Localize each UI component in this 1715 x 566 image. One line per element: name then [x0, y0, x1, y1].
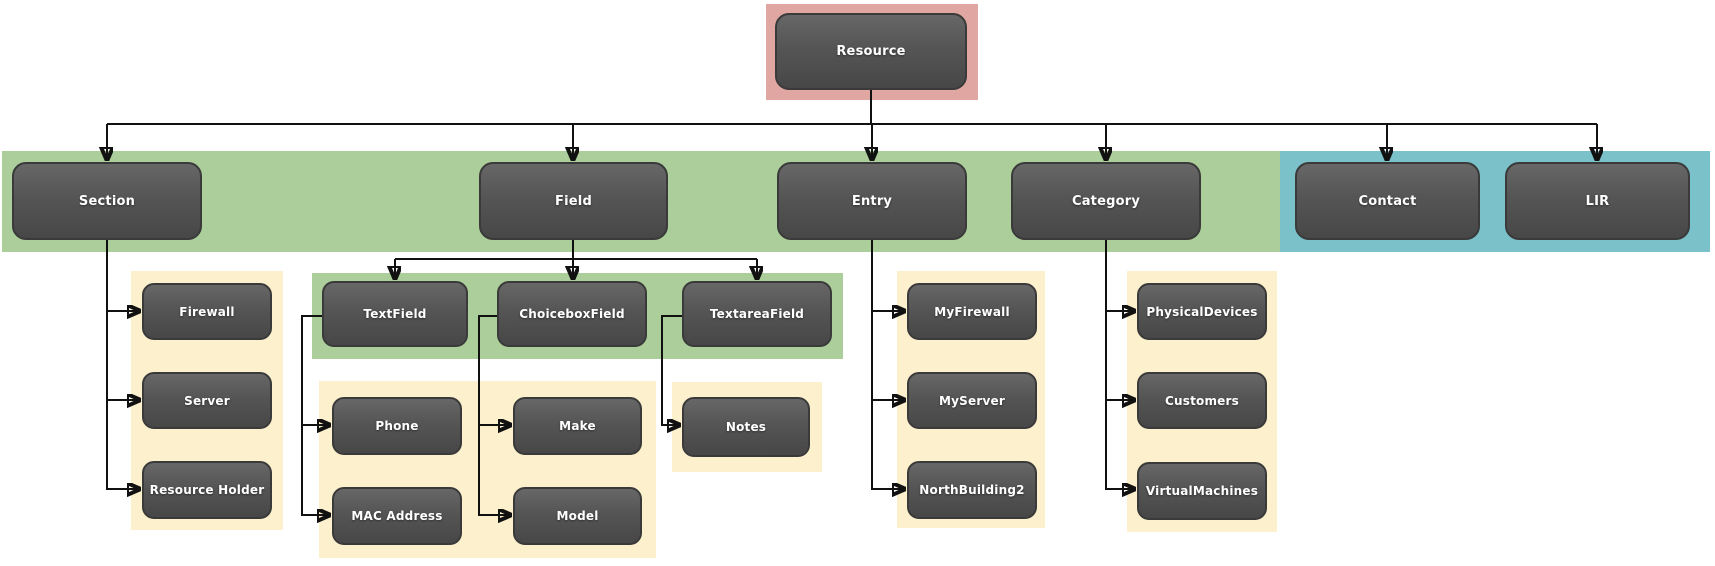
node-resource-holder: Resource Holder	[142, 461, 272, 519]
node-customers: Customers	[1137, 372, 1267, 429]
node-textfield: TextField	[322, 281, 468, 347]
node-entry: Entry	[777, 162, 967, 240]
node-make: Make	[513, 397, 642, 455]
node-virtualmachines: VirtualMachines	[1137, 462, 1267, 520]
node-northbuilding2: NorthBuilding2	[907, 461, 1037, 519]
node-choiceboxfield: ChoiceboxField	[497, 281, 647, 347]
node-contact: Contact	[1295, 162, 1480, 240]
node-myserver: MyServer	[907, 372, 1037, 429]
node-model: Model	[513, 487, 642, 545]
node-field: Field	[479, 162, 668, 240]
node-notes: Notes	[682, 397, 810, 457]
node-firewall: Firewall	[142, 283, 272, 340]
node-resource: Resource	[775, 13, 967, 90]
node-lir: LIR	[1505, 162, 1690, 240]
node-physicaldevices: PhysicalDevices	[1137, 283, 1267, 340]
node-myfirewall: MyFirewall	[907, 283, 1037, 340]
node-category: Category	[1011, 162, 1201, 240]
node-phone: Phone	[332, 397, 462, 455]
node-textareafield: TextareaField	[682, 281, 832, 347]
node-mac-address: MAC Address	[332, 487, 462, 545]
node-section: Section	[12, 162, 202, 240]
node-server: Server	[142, 372, 272, 429]
